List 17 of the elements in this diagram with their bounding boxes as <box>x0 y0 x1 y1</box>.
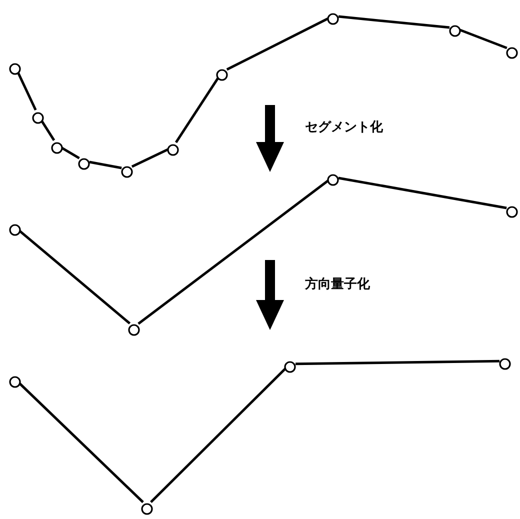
polyline-segment <box>226 17 329 71</box>
polyline-segment <box>61 146 80 160</box>
polyline-segment <box>18 382 144 504</box>
polyline-segment <box>18 230 131 324</box>
polyline-segment <box>338 15 450 29</box>
step-label: セグメント化 <box>305 119 383 136</box>
polyline-segment <box>295 360 500 366</box>
polyline-segment <box>460 28 508 50</box>
polyline-segment <box>40 118 56 142</box>
polyline-segment <box>150 366 287 504</box>
step-label: 方向量子化 <box>305 276 370 293</box>
polyline-segment <box>89 160 122 170</box>
polyline-segment <box>16 70 37 111</box>
polyline-segment <box>138 179 330 325</box>
polyline-segment <box>174 76 220 144</box>
polyline-segment <box>338 176 507 210</box>
polyline-segment <box>131 148 169 168</box>
